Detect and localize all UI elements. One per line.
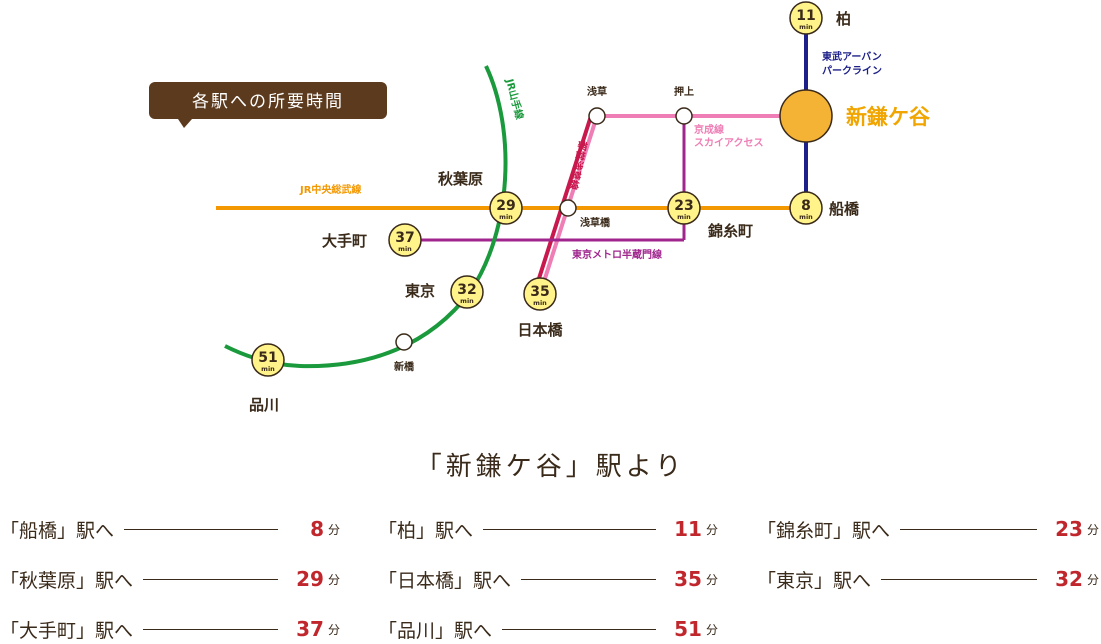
svg-text:浅草橋: 浅草橋 (580, 216, 611, 229)
svg-text:29: 29 (496, 198, 515, 214)
row-unit: 分 (1086, 522, 1099, 537)
station-funabashi: 8 min 船橋 (789, 191, 860, 225)
station-shimbashi: 新橋 (394, 333, 415, 373)
table-row: 「船橋」駅へ 8 分 (0, 514, 340, 544)
row-value: 51 (674, 617, 702, 641)
svg-text:min: min (799, 213, 813, 221)
row-leader-line (483, 528, 656, 530)
jr-yamanote-label: JR山手線 (503, 76, 527, 120)
row-leader-line (143, 628, 278, 630)
svg-text:51: 51 (258, 350, 277, 366)
station-shin-kamagaya: 新鎌ケ谷 (779, 89, 931, 143)
subtitle: 「新鎌ケ谷」駅より (415, 452, 686, 482)
row-label: 「秋葉原」駅へ (0, 569, 134, 592)
tobu-urban-label-2: パークライン (822, 65, 882, 77)
keisei-label-1: 京成線 (694, 123, 724, 136)
row-leader-line (881, 578, 1037, 580)
table-row: 「品川」駅へ 51 分 (378, 614, 718, 644)
svg-text:新橋: 新橋 (394, 360, 415, 373)
station-asakusabashi: 浅草橋 (559, 199, 611, 229)
svg-text:min: min (533, 299, 547, 307)
row-label: 「柏」駅へ (378, 519, 474, 542)
origin-label: 新鎌ケ谷 (846, 105, 931, 129)
row-leader-line (124, 528, 278, 530)
title-callout: 各駅への所要時間 (149, 82, 387, 128)
table-row: 「日本橋」駅へ 35 分 (378, 564, 718, 594)
row-unit: 分 (327, 522, 340, 537)
row-unit: 分 (705, 522, 718, 537)
svg-text:min: min (398, 245, 412, 253)
row-value: 37 (296, 617, 324, 641)
svg-text:min: min (499, 213, 513, 221)
row-label: 「東京」駅へ (757, 569, 872, 592)
hanzomon-label: 東京メトロ半蔵門線 (572, 248, 662, 261)
title-box-text: 各駅への所要時間 (192, 92, 344, 112)
station-otemachi: 37 min 大手町 (322, 223, 422, 257)
row-label: 「船橋」駅へ (0, 519, 115, 542)
station-asakusa: 浅草 (587, 85, 607, 125)
station-kashiwa: 11 min 柏 (789, 1, 851, 35)
station-kinshicho: 23 min 錦糸町 (667, 191, 753, 240)
svg-text:浅草: 浅草 (587, 85, 607, 98)
svg-text:min: min (799, 23, 813, 31)
svg-text:min: min (460, 297, 474, 305)
toei-asakusa-label: 都営浅草線 (567, 138, 590, 191)
table-row: 「錦糸町」駅へ 23 分 (757, 514, 1099, 544)
svg-text:日本橋: 日本橋 (517, 321, 563, 339)
row-value: 23 (1055, 517, 1083, 541)
svg-text:11: 11 (796, 8, 815, 24)
svg-text:大手町: 大手町 (322, 232, 367, 250)
row-unit: 分 (1086, 572, 1099, 587)
tobu-urban-label-1: 東武アーバン (822, 50, 882, 63)
row-label: 「品川」駅へ (378, 619, 493, 642)
row-value: 11 (674, 517, 702, 541)
row-unit: 分 (327, 622, 340, 637)
row-label: 「日本橋」駅へ (378, 569, 512, 592)
svg-text:東京: 東京 (405, 282, 435, 300)
station-akihabara: 29 min 秋葉原 (438, 170, 523, 225)
row-leader-line (900, 528, 1037, 530)
svg-text:37: 37 (395, 230, 414, 246)
row-value: 32 (1055, 567, 1083, 591)
row-value: 8 (310, 517, 324, 541)
svg-text:min: min (261, 365, 275, 373)
jr-chuo-sobu-label: JR中央総武線 (299, 183, 361, 196)
row-unit: 分 (705, 622, 718, 637)
svg-text:min: min (677, 213, 691, 221)
station-tokyo: 32 min 東京 (405, 275, 484, 309)
svg-text:押上: 押上 (674, 85, 694, 98)
svg-text:柏: 柏 (836, 10, 851, 28)
table-row: 「柏」駅へ 11 分 (378, 514, 718, 544)
svg-text:秋葉原: 秋葉原 (438, 170, 483, 188)
row-value: 35 (674, 567, 702, 591)
table-row: 「大手町」駅へ 37 分 (0, 614, 340, 644)
svg-text:品川: 品川 (249, 396, 279, 414)
svg-text:錦糸町: 錦糸町 (707, 222, 753, 240)
row-unit: 分 (327, 572, 340, 587)
station-oshiage: 押上 (674, 85, 694, 125)
table-row: 「秋葉原」駅へ 29 分 (0, 564, 340, 594)
row-label: 「錦糸町」駅へ (757, 519, 891, 542)
svg-text:23: 23 (674, 198, 693, 214)
row-leader-line (521, 578, 656, 580)
row-value: 29 (296, 567, 324, 591)
svg-text:35: 35 (530, 284, 549, 300)
station-shinagawa: 51 min 品川 (249, 343, 285, 414)
svg-text:船橋: 船橋 (829, 200, 860, 218)
svg-text:32: 32 (457, 282, 476, 298)
table-row: 「東京」駅へ 32 分 (757, 564, 1099, 594)
row-leader-line (143, 578, 278, 580)
station-nihonbashi: 35 min 日本橋 (517, 277, 563, 339)
keisei-label-2: スカイアクセス (694, 137, 764, 149)
row-leader-line (502, 628, 656, 630)
route-map: 各駅への所要時間 東武アーバン パークライン 京成線 スカイアクセス JR中央総… (149, 1, 931, 414)
row-label: 「大手町」駅へ (0, 619, 134, 642)
svg-text:8: 8 (801, 198, 811, 214)
row-unit: 分 (705, 572, 718, 587)
